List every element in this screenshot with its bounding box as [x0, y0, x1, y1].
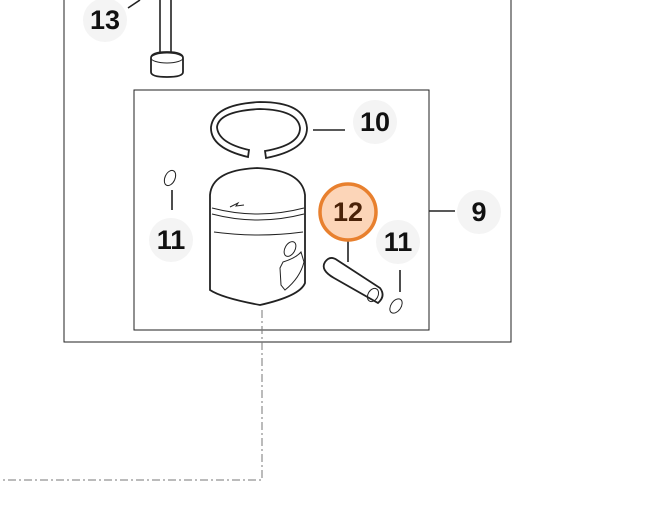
callout-12[interactable]: 12 — [333, 197, 363, 227]
callout-9[interactable]: 9 — [471, 197, 486, 227]
callout-10[interactable]: 10 — [360, 107, 390, 137]
outer-group-frame — [63, 0, 512, 343]
assembly-leader-line — [0, 310, 263, 481]
part-11-circlip-left[interactable] — [162, 169, 178, 188]
callout-13[interactable]: 13 — [90, 5, 120, 35]
part-13-stud[interactable] — [127, 0, 184, 78]
part-10-piston-ring[interactable] — [210, 101, 308, 160]
callout-12-highlight[interactable] — [318, 182, 378, 242]
part-12-piston-pin[interactable] — [322, 257, 384, 305]
part-piston[interactable] — [209, 167, 306, 306]
callout-11-left[interactable]: 11 — [157, 225, 186, 255]
piston-kit-frame — [133, 89, 430, 331]
callout-11-right[interactable]: 11 — [384, 227, 413, 257]
part-11-circlip-right[interactable] — [387, 297, 404, 316]
